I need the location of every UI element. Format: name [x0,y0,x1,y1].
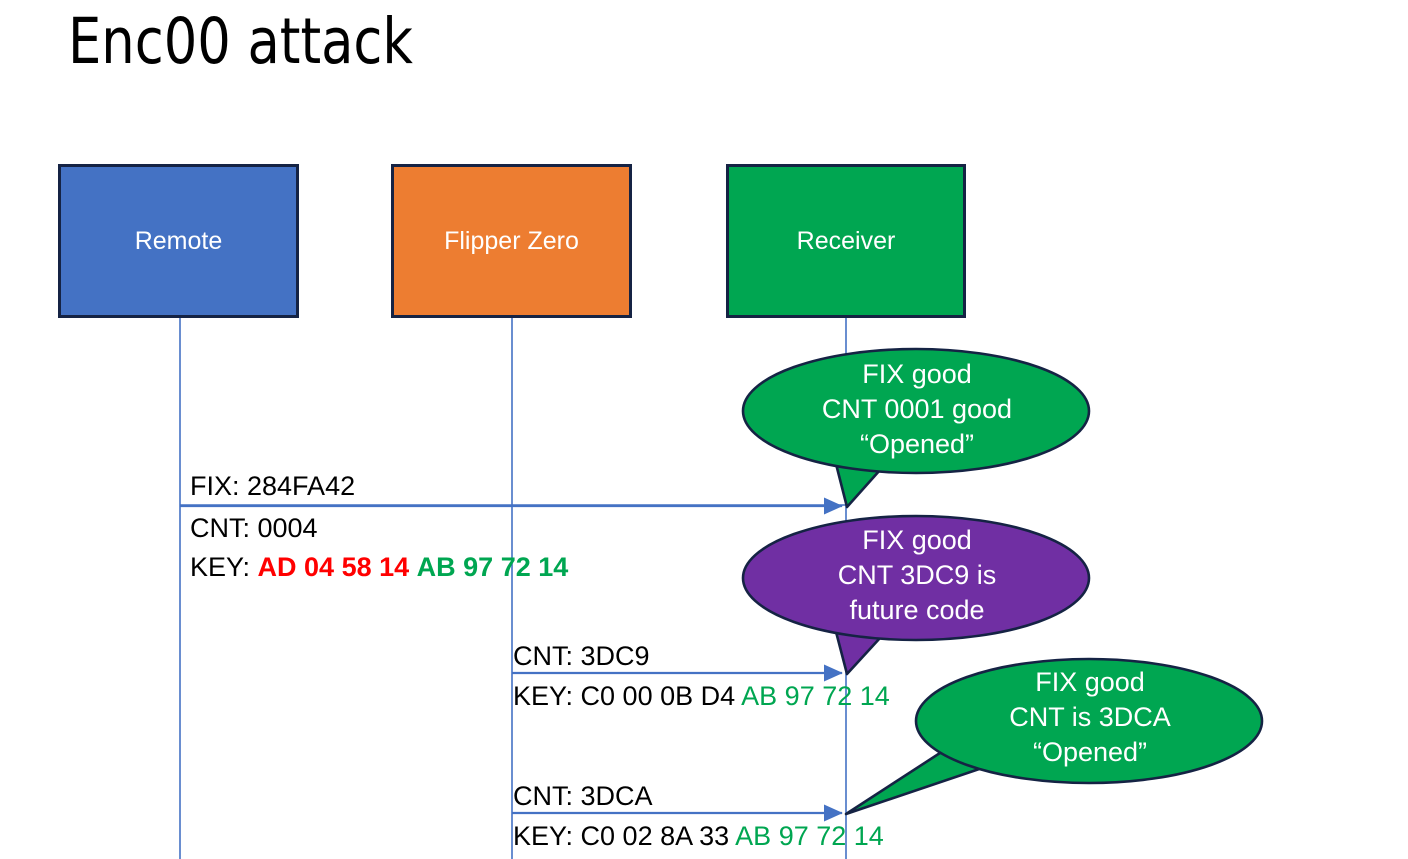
message-1-line-2: CNT: 0004 [190,513,318,543]
actor-box-remote[interactable]: Remote [58,164,299,318]
message-3-key-prefix: KEY: C0 02 8A 33 [513,821,736,851]
callout-bubble-2[interactable] [741,514,1091,676]
message-2-line-1: CNT: 3DC9 [513,641,650,671]
message-1-key-prefix: KEY: [190,552,258,582]
actor-box-flipper[interactable]: Flipper Zero [391,164,632,318]
bubble-3-body [914,657,1264,785]
message-3-key-green: AB 97 72 14 [735,821,884,851]
actor-box-receiver[interactable]: Receiver [726,164,966,318]
bubble-1-body [741,347,1091,475]
message-1-key-green: AB 97 72 14 [416,552,569,582]
page-title: Enc00 attack [68,5,413,78]
message-2-key-prefix: KEY: C0 00 0B D4 [513,681,742,711]
message-1-key-red: AD 04 58 14 [257,552,410,582]
message-2-key-green: AB 97 72 14 [741,681,890,711]
message-3-line-2: KEY: C0 02 8A 33 AB 97 72 14 [513,820,884,853]
message-2-line-2: KEY: C0 00 0B D4 AB 97 72 14 [513,680,890,713]
callout-bubble-3[interactable] [844,657,1264,816]
message-1-line-3: KEY: AD 04 58 14 AB 97 72 14 [190,551,568,584]
actor-label-flipper: Flipper Zero [444,227,579,255]
message-1-line-1: FIX: 284FA42 [190,471,356,501]
actor-label-remote: Remote [134,227,223,255]
actor-label-receiver: Receiver [796,227,896,255]
bubble-2-body [741,514,1091,642]
message-1-key-sep [409,552,417,582]
callout-bubble-1[interactable] [741,347,1091,509]
message-3-line-1: CNT: 3DCA [513,781,653,811]
